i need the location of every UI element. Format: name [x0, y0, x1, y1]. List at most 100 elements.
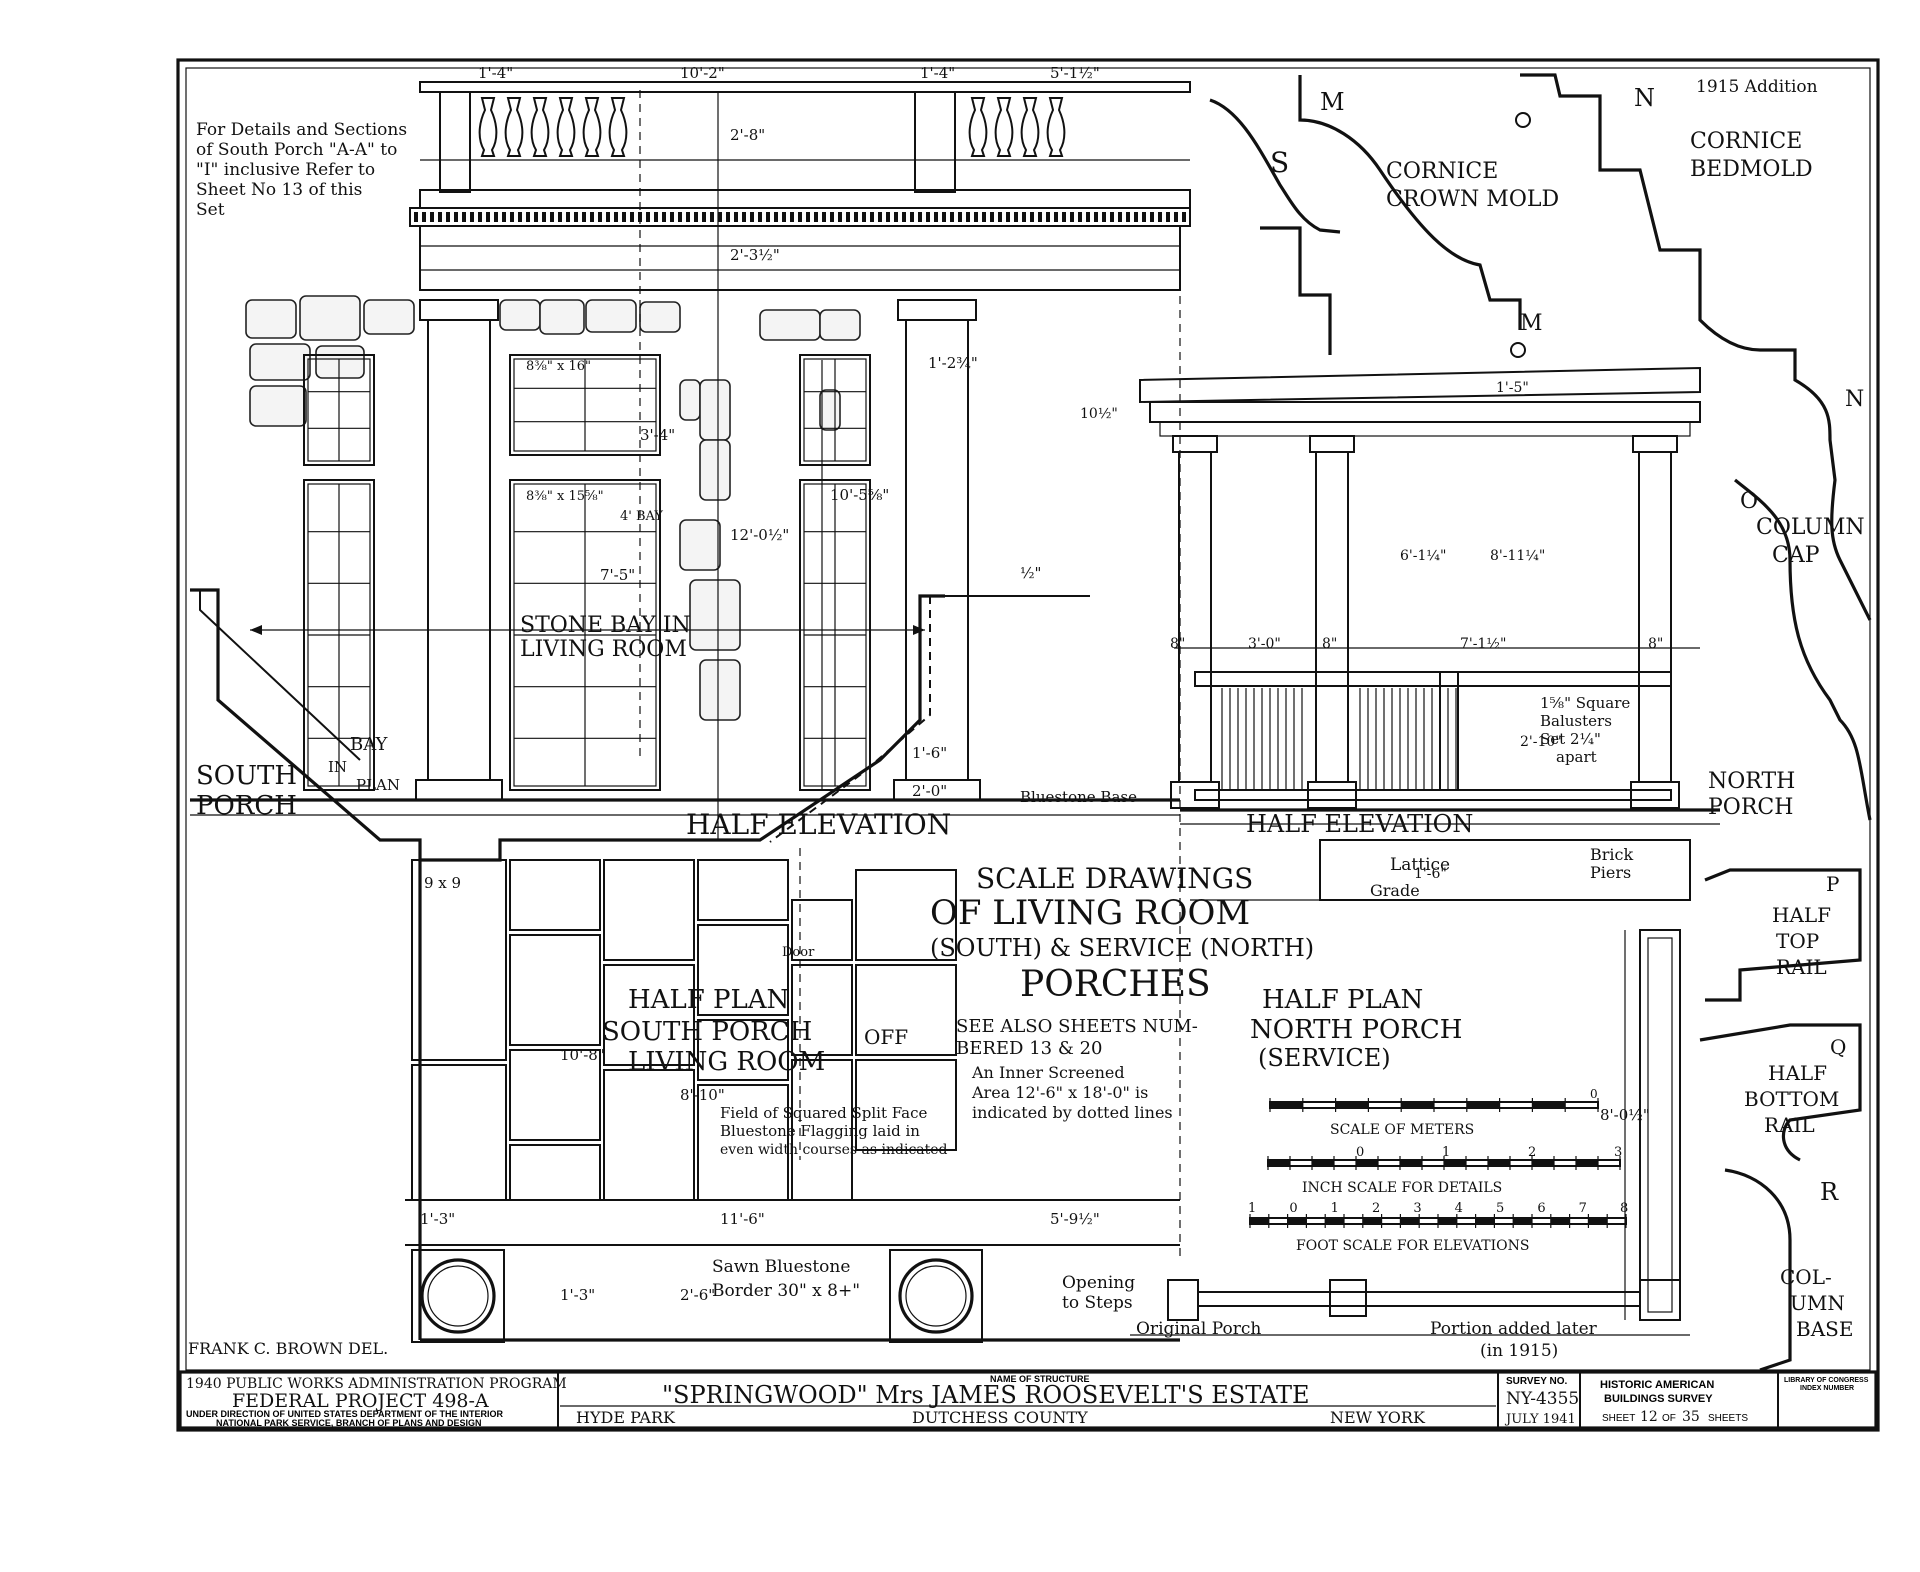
tb-name-label: NAME OF STRUCTURE [990, 1374, 1090, 1384]
dentil [878, 212, 882, 222]
dentil [758, 212, 762, 222]
flagstone [791, 899, 853, 961]
half-top-rail-line-2: TOP [1776, 929, 1819, 953]
plan-pier-left [1167, 1279, 1199, 1321]
inch-scale [1267, 1156, 1621, 1170]
south-elevation-labels: STONE BAY IN LIVING ROOM BAY IN PLAN SOU… [196, 64, 1137, 892]
main-title-labels: SCALE DRAWINGS OF LIVING ROOM (SOUTH) & … [930, 862, 1314, 1122]
ndim-1-6: 1'-6" [1414, 866, 1447, 882]
scale-fill [1401, 1102, 1434, 1108]
south-plan-title-line-3: LIVING ROOM [628, 1047, 825, 1077]
flagstone [509, 934, 601, 1046]
north-column-cap [1632, 435, 1678, 453]
stone-block [699, 379, 731, 441]
stone-block [539, 299, 585, 335]
profile-bottom-rail [1699, 1023, 1862, 1162]
dentil [1110, 212, 1114, 222]
scale-foot-label: FOOT SCALE FOR ELEVATIONS [1296, 1238, 1529, 1254]
ndim-8-a: 8" [1170, 636, 1185, 652]
dentil [710, 212, 714, 222]
dentil [518, 212, 522, 222]
tb-habs-1: HISTORIC AMERICAN [1600, 1379, 1714, 1391]
dentil [502, 212, 506, 222]
flagstone [855, 964, 957, 1056]
tb-survey-label: SURVEY NO. [1506, 1376, 1568, 1387]
dentil [542, 212, 546, 222]
north-elevation-labels: HALF ELEVATION NORTH PORCH 1⅝" Square Ba… [1080, 380, 1795, 900]
dentil [670, 212, 674, 222]
label-p: P [1826, 872, 1839, 896]
scale-fill [1268, 1160, 1290, 1166]
dentil [966, 212, 970, 222]
inch-tick-1: 1 [1442, 1145, 1450, 1160]
foot-tick-8: 7 [1579, 1201, 1587, 1216]
ndim-8-b: 8" [1322, 636, 1337, 652]
foot-tick-4: 3 [1413, 1201, 1421, 1216]
scale-fill [1588, 1218, 1608, 1224]
stone-block [679, 379, 701, 421]
bay-in-plan-line-3: PLAN [356, 776, 400, 794]
south-plan-labels: HALF PLAN SOUTH PORCH LIVING ROOM OFF Fi… [420, 945, 1100, 1304]
pdim-10-8: 10'-8" [560, 1046, 605, 1064]
details-note-line-5: Set [196, 200, 225, 220]
dim-2-8: 2'-8" [730, 126, 765, 144]
dentil [574, 212, 578, 222]
sheet-notes: For Details and Sections of South Porch … [196, 77, 1818, 220]
inner-screened-line-1: An Inner Screened [971, 1063, 1125, 1082]
window-right-upper [799, 354, 871, 466]
baluster [968, 97, 988, 157]
dentil [446, 212, 450, 222]
dentil [590, 212, 594, 222]
dentil [566, 212, 570, 222]
dentil [686, 212, 690, 222]
dentil [1022, 212, 1026, 222]
north-elevation [1139, 366, 1720, 901]
meter-tick-0: 0 [1590, 1087, 1598, 1101]
column-plinth-right [889, 1249, 983, 1343]
stone-block [315, 345, 365, 379]
dentil [854, 212, 858, 222]
sawn-note-line-1: Sawn Bluestone [712, 1257, 850, 1277]
profile-top-rail [1704, 868, 1862, 1002]
dentil [1158, 212, 1162, 222]
bluestone-base: Bluestone Base [1020, 788, 1137, 806]
dentil [742, 212, 746, 222]
ndim-8-11: 8'-11¼" [1490, 548, 1545, 564]
brick-piers-line-2: Piers [1590, 863, 1631, 882]
dim-10-5: 10'-5⅝" [830, 486, 889, 504]
tb-sheet-suffix: SHEETS [1708, 1413, 1748, 1424]
half-top-rail-line-1: HALF [1772, 903, 1831, 927]
dentil [902, 212, 906, 222]
dim-3-4: 3'-4" [640, 426, 675, 444]
dentil [1134, 212, 1138, 222]
balustrade-pedestal-left [439, 91, 471, 193]
label-n-lower: N [1845, 387, 1864, 412]
sawn-note-line-2: Border 30" x 8+" [712, 1281, 860, 1301]
column-shaft-left [427, 319, 491, 781]
profile-s [1209, 98, 1341, 234]
brick-piers-line-1: Brick [1590, 845, 1633, 864]
dentil [702, 212, 706, 222]
tb-direction: UNDER DIRECTION OF UNITED STATES DEPARTM… [186, 1409, 504, 1419]
baluster [608, 97, 628, 157]
dim-7-5: 7'-5" [600, 566, 635, 584]
flagstone [603, 964, 695, 1066]
cornice-bed-line-2: BEDMOLD [1690, 157, 1813, 182]
pdim-11-6: 11'-6" [720, 1210, 765, 1228]
flagstone [697, 924, 789, 1016]
dentil [894, 212, 898, 222]
dentil [438, 212, 442, 222]
scale-fill [1356, 1160, 1378, 1166]
stone-block [585, 299, 637, 333]
dentil [790, 212, 794, 222]
scale-fill [1532, 1160, 1554, 1166]
south-plan [405, 848, 1180, 1343]
dentil [1070, 212, 1074, 222]
bay-in-plan-line-2: IN [328, 758, 347, 776]
dentil [1118, 212, 1122, 222]
north-column-shaft [1638, 451, 1672, 783]
north-porch-line-1: NORTH [1708, 769, 1795, 794]
details-note-line-2: of South Porch "A-A" to [196, 140, 397, 160]
main-title-line-4: PORCHES [1020, 964, 1211, 1005]
window-left-upper [303, 354, 375, 466]
